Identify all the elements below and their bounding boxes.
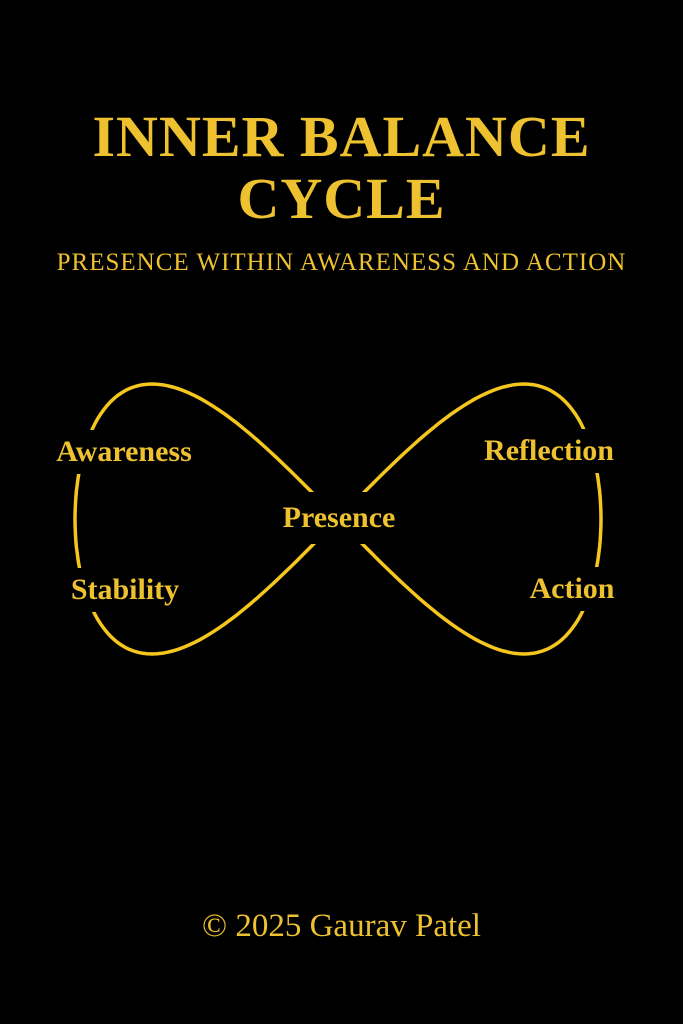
node-label-awareness: Awareness [46, 430, 202, 474]
node-label-stability: Stability [60, 568, 190, 612]
node-label-action: Action [519, 567, 625, 611]
title-line-1: INNER BALANCE [92, 104, 591, 169]
copyright-text: © 2025 Gaurav Patel [202, 908, 481, 944]
node-label-reflection: Reflection [474, 429, 624, 473]
title-line-2: CYCLE [237, 166, 446, 232]
page-subtitle: PRESENCE WITHIN AWARENESS AND ACTION [56, 249, 627, 276]
center-label-presence: Presence [270, 492, 408, 544]
